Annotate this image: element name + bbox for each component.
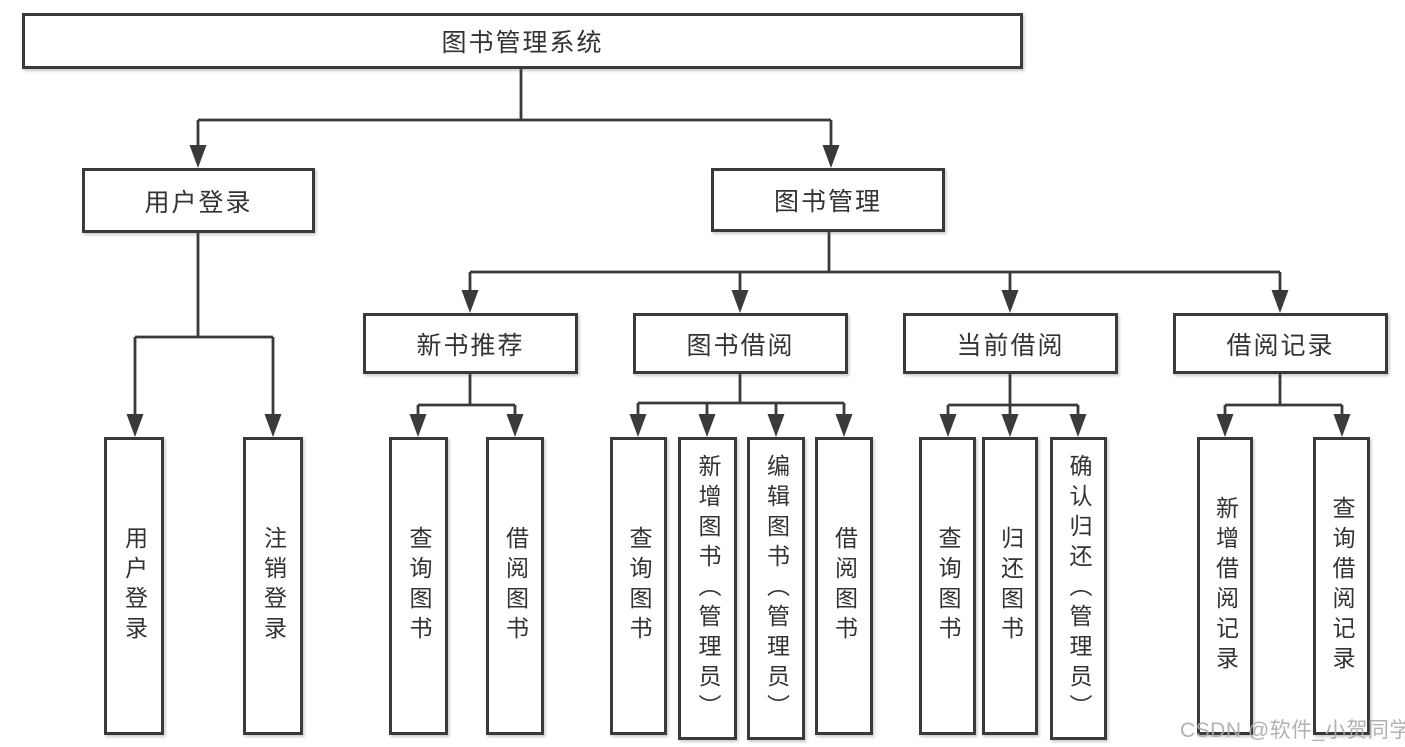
node-label: 当前借阅 <box>956 331 1065 360</box>
leaf-user-login: 用户登录 <box>104 437 164 735</box>
node-label: 借阅图书 <box>831 526 858 646</box>
node-label: 新书推荐 <box>416 331 525 360</box>
node-label: 查询图书 <box>406 526 432 646</box>
leaf-borrowing-query-books: 查询图书 <box>610 437 667 735</box>
node-label: 用户登录 <box>121 526 148 646</box>
node-label: 借阅记录 <box>1226 331 1335 360</box>
leaf-borrowing-edit-books-admin: 编辑图书（管理员） <box>747 437 805 740</box>
node-book-management-branch: 图书管理 <box>711 168 945 232</box>
leaf-recommend-borrow-books: 借阅图书 <box>486 437 544 735</box>
node-current-borrowing: 当前借阅 <box>903 313 1118 374</box>
node-label: 新增图书（管理员） <box>695 453 721 724</box>
node-label: 确认归还（管理员） <box>1066 453 1092 724</box>
leaf-logout: 注销登录 <box>243 437 303 735</box>
leaf-recommend-query-books: 查询图书 <box>389 437 448 735</box>
node-user-login-branch: 用户登录 <box>82 168 315 233</box>
node-library-management-system: 图书管理系统 <box>22 13 1023 69</box>
node-label: 图书管理 <box>773 188 882 216</box>
node-label: 查询借阅记录 <box>1329 496 1355 676</box>
node-label: 注销登录 <box>260 526 287 646</box>
node-label: 用户登录 <box>144 188 253 217</box>
node-label: 编辑图书（管理员） <box>763 453 790 724</box>
node-label: 借阅图书 <box>502 526 529 646</box>
leaf-current-query-books: 查询图书 <box>919 437 976 735</box>
node-new-book-recommend: 新书推荐 <box>363 313 578 374</box>
node-label: 新增借阅记录 <box>1212 496 1239 676</box>
arrowheads <box>126 145 1351 437</box>
leaf-records-add-borrow-record: 新增借阅记录 <box>1197 437 1253 735</box>
leaf-current-return-books: 归还图书 <box>982 437 1038 735</box>
leaf-records-query-borrow-record: 查询借阅记录 <box>1313 437 1370 735</box>
node-book-borrowing: 图书借阅 <box>633 313 848 374</box>
node-label: 图书借阅 <box>686 331 795 360</box>
node-label: 查询图书 <box>626 526 652 646</box>
node-label: 图书管理系统 <box>441 29 604 57</box>
leaf-borrowing-add-books-admin: 新增图书（管理员） <box>678 437 737 740</box>
connector-paths <box>133 69 1344 416</box>
node-label: 归还图书 <box>997 526 1024 646</box>
node-borrowing-records: 借阅记录 <box>1173 313 1388 374</box>
node-label: 查询图书 <box>935 526 961 646</box>
leaf-current-confirm-return-admin: 确认归还（管理员） <box>1050 437 1107 740</box>
csdn-watermark: CSDN @软件_小贺同学 <box>1180 719 1405 742</box>
leaf-borrowing-borrow-books: 借阅图书 <box>815 437 873 735</box>
